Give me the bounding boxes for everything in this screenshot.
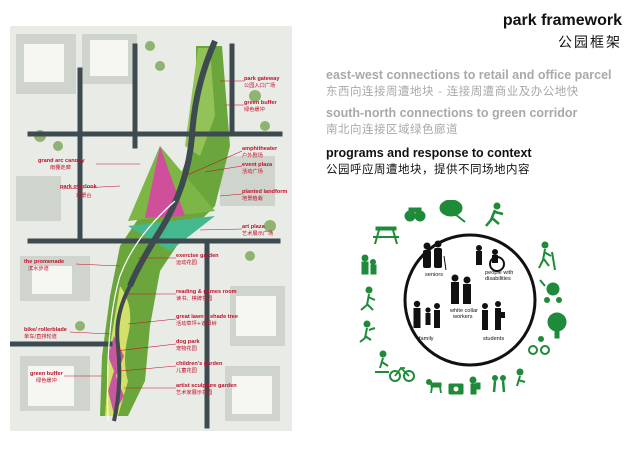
page-title: park framework [502, 12, 622, 29]
heading-programs: programs and response to context [326, 146, 532, 160]
label-event-plaza: event plaza [242, 162, 273, 168]
promenade-path [112, 285, 132, 422]
label-park-gateway: park gateway [244, 76, 280, 82]
label-the-promenade: the promenade [24, 259, 64, 265]
tree-icon [547, 312, 567, 339]
dog-walking-icon [426, 379, 442, 394]
activity-icons [359, 200, 567, 395]
heading-south-north: south-north connections to green corrido… [326, 106, 578, 120]
plan-labels: park gateway 公园入口广场 green buffer 绿色缓冲 am… [24, 76, 287, 396]
label-exercise-garden-cn: 运动花园 [176, 258, 197, 266]
label-dog-park-cn: 宠物花园 [176, 344, 197, 352]
workers-icon [451, 274, 471, 304]
label-family: family [419, 336, 434, 342]
label-green-buffer-north-cn: 绿色缓冲 [244, 105, 265, 113]
label-grand-arc-canopy: grand arc canopy [38, 158, 86, 164]
disabilities-icon [476, 245, 505, 272]
biking-action-icon [528, 336, 550, 355]
label-green-buffer-south: green buffer [30, 371, 63, 377]
label-exercise-garden: exercise garden [176, 253, 219, 259]
label-people-with: people with [485, 270, 513, 276]
skateboard-icon [375, 350, 389, 373]
people-icons [413, 240, 505, 330]
people-labels: seniors people with disabilities white c… [419, 270, 513, 342]
label-amphitheater-cn: 户外剧场 [242, 151, 263, 159]
heading-south-north-cn: 南北向连接区域绿色廊道 [326, 122, 458, 136]
label-white-collar: white collar [449, 308, 478, 314]
label-art-plaza: art plaza [242, 224, 266, 230]
reading-icon [469, 376, 481, 395]
family-icon [413, 300, 440, 328]
label-disabilities: disabilities [485, 276, 511, 282]
family-walk-icon [361, 254, 377, 275]
label-park-gateway-cn: 公园入口广场 [244, 81, 275, 89]
gardening-icon [516, 368, 526, 387]
jogging-group-icon [492, 375, 506, 393]
heading-programs-cn: 公园呼应周遭地块，提供不同场地内容 [326, 162, 530, 176]
label-reading-games-room: reading & games room [176, 289, 237, 295]
curved-path [127, 39, 218, 288]
bike-path [106, 200, 176, 422]
label-great-lawn-cn: 活动草坪+遮阳树 [176, 319, 217, 327]
label-planted-landform: planted landform [242, 189, 287, 195]
game-playing-icon [359, 320, 376, 343]
binoculars-icon [404, 207, 426, 222]
context-circle [403, 233, 537, 367]
leader-lines [61, 80, 244, 389]
heading-east-west: east-west connections to retail and offi… [326, 68, 612, 82]
label-bike-rollerblade-cn: 单车/直排轮道 [24, 332, 57, 340]
art-palette-icon [439, 200, 466, 223]
label-green-buffer-south-cn: 绿色缓冲 [36, 376, 57, 384]
camera-icon [448, 383, 464, 395]
label-childrens-garden-cn: 儿童花园 [176, 366, 197, 374]
teal-plaza [128, 216, 215, 251]
label-seniors: seniors [425, 272, 443, 278]
label-event-plaza-cn: 活动广场 [242, 167, 263, 175]
site-plan: park gateway 公园入口广场 green buffer 绿色缓冲 am… [10, 26, 292, 431]
label-students: students [483, 336, 504, 342]
tai-chi-icon [360, 286, 376, 311]
label-green-buffer-north: green buffer [244, 100, 277, 106]
label-planted-landform-cn: 地景植栽 [242, 194, 263, 202]
bicycle-icon [389, 366, 415, 382]
label-artist-sculpture-garden-cn: 艺术家展示花园 [176, 388, 212, 396]
label-great-lawn: great lawn + shade tree [176, 314, 238, 320]
label-art-plaza-cn: 艺术展示广场 [242, 229, 273, 237]
label-grand-arc-canopy-cn: 雨棚走廊 [50, 163, 71, 171]
label-dog-park: dog park [176, 339, 201, 345]
running-icon [485, 202, 504, 227]
label-artist-sculpture-garden: artist sculpture garden [176, 383, 237, 389]
label-childrens-garden: children's garden [176, 361, 223, 367]
heading-east-west-cn: 东西向连接周遭地块 - 连接周遭商业及办公地快 [326, 84, 579, 98]
buildings [24, 40, 276, 414]
label-the-promenade-cn: 滨水步道 [28, 264, 49, 272]
label-park-overlook-cn: 观景台 [76, 191, 92, 199]
context-diagram: seniors people with disabilities white c… [359, 200, 567, 395]
picnic-table-icon [373, 226, 399, 245]
label-workers: workers [452, 314, 473, 320]
page-title-chinese: 公园框架 [558, 35, 622, 51]
seniors-icon [423, 240, 447, 271]
students-icon [482, 301, 505, 330]
hiking-icon [538, 241, 556, 271]
label-reading-games-room-cn: 读书、棋牌花园 [176, 294, 212, 302]
label-bike-rollerblade: bike/ rollerblade [24, 327, 67, 333]
stroller-icon [539, 279, 562, 303]
label-park-overlook: park overlook [60, 184, 98, 190]
label-amphitheater: amphitheater [242, 146, 278, 152]
